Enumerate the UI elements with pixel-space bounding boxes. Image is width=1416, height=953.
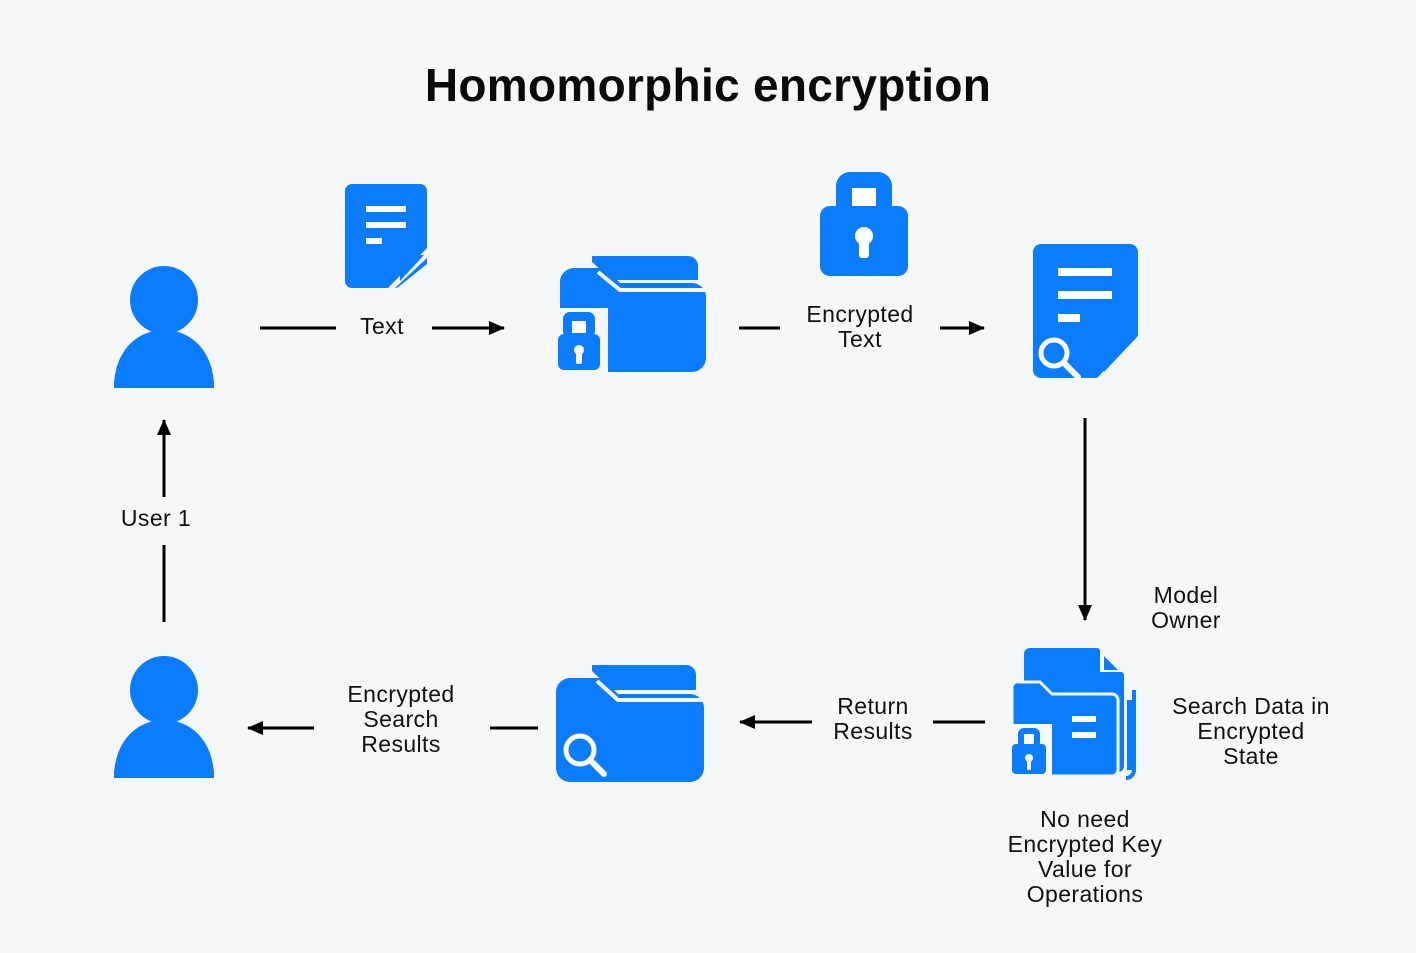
label-return-results: Return Results — [833, 693, 913, 744]
locked-documents-icon — [1006, 648, 1136, 780]
label-encrypted-search-results: Encrypted Search Results — [347, 681, 455, 757]
label-encrypted-text: Encrypted Text — [806, 301, 914, 352]
label-model-owner: Model Owner — [1151, 582, 1221, 633]
label-text: Text — [360, 313, 404, 339]
text-document-icon — [345, 184, 427, 288]
user-icon-top — [114, 266, 214, 388]
search-document-icon — [1033, 244, 1138, 380]
label-user-1: User 1 — [120, 505, 192, 531]
label-search-data: Search Data in Encrypted State — [1172, 693, 1330, 769]
label-no-need: No need Encrypted Key Value for Operatio… — [1007, 806, 1163, 907]
diagram-title: Homomorphic encryption — [424, 59, 992, 111]
padlock-icon — [820, 172, 908, 276]
search-folder-icon — [556, 665, 704, 782]
user-icon-bottom — [114, 656, 214, 778]
locked-folder-icon — [556, 256, 706, 376]
